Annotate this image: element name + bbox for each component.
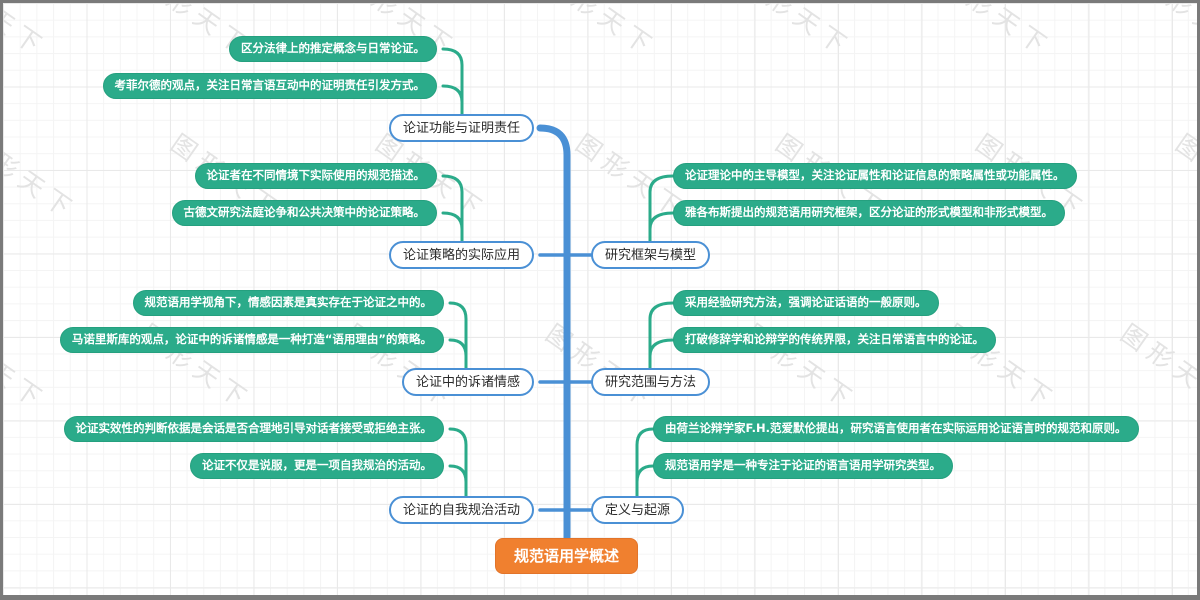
topic-node-4[interactable]: 研究框架与模型 [591, 241, 711, 269]
subtopic-node-2-0[interactable]: 规范语用学视角下，情感因素是真实存在于论证之中的。 [132, 290, 444, 316]
child-connector [448, 301, 468, 370]
subtopic-node-4-1[interactable]: 雅各布斯提出的规范语用研究框架，区分论证的形式模型和非形式模型。 [673, 200, 1065, 226]
child-connector [448, 338, 468, 370]
child-connector [648, 211, 675, 243]
subtopic-node-1-0[interactable]: 论证者在不同情境下实际使用的规范描述。 [194, 163, 437, 189]
child-connector [648, 174, 675, 243]
root-node[interactable]: 规范语用学概述 [495, 538, 639, 574]
topic-node-2[interactable]: 论证中的诉诸情感 [401, 368, 534, 396]
child-connector [448, 427, 468, 498]
child-connector [441, 47, 464, 116]
subtopic-node-1-1[interactable]: 古德文研究法庭论争和公共决策中的论证策略。 [171, 200, 437, 226]
trunk-line [536, 124, 571, 542]
subtopic-node-5-0[interactable]: 采用经验研究方法，强调论证话语的一般原则。 [673, 290, 939, 316]
child-connector [441, 174, 464, 243]
subtopic-node-3-1[interactable]: 论证不仅是说服，更是一项自我规治的活动。 [190, 453, 444, 479]
child-connector [441, 211, 464, 243]
subtopic-node-6-0[interactable]: 由荷兰论辩学家F.H.范爱默伦提出，研究语言使用者在实际运用论证语言时的规范和原… [653, 416, 1139, 442]
child-connector [635, 464, 655, 498]
connector-layer [441, 47, 675, 542]
topic-node-1[interactable]: 论证策略的实际应用 [388, 241, 534, 269]
child-connector [441, 84, 464, 116]
topic-node-5[interactable]: 研究范围与方法 [591, 368, 711, 396]
child-connector [448, 464, 468, 498]
child-connector [648, 301, 675, 370]
child-connector [635, 427, 655, 498]
child-connector [648, 338, 675, 370]
topic-node-0[interactable]: 论证功能与证明责任 [388, 114, 534, 142]
subtopic-node-6-1[interactable]: 规范语用学是一种专注于论证的语言语用学研究类型。 [653, 453, 953, 479]
topic-node-3[interactable]: 论证的自我规治活动 [388, 496, 534, 524]
subtopic-node-2-1[interactable]: 马诺里斯库的观点，论证中的诉诸情感是一种打造“语用理由”的策略。 [59, 327, 444, 353]
subtopic-node-0-1[interactable]: 考菲尔德的观点，关注日常言语互动中的证明责任引发方式。 [102, 73, 437, 99]
subtopic-node-0-0[interactable]: 区分法律上的推定概念与日常论证。 [229, 36, 437, 62]
topic-node-6[interactable]: 定义与起源 [591, 496, 685, 524]
subtopic-node-5-1[interactable]: 打破修辞学和论辩学的传统界限，关注日常语言中的论证。 [673, 327, 996, 353]
subtopic-node-3-0[interactable]: 论证实效性的判断依据是会话是否合理地引导对话者接受或拒绝主张。 [63, 416, 444, 442]
subtopic-node-4-0[interactable]: 论证理论中的主导模型，关注论证属性和论证信息的策略属性或功能属性。 [673, 163, 1077, 189]
